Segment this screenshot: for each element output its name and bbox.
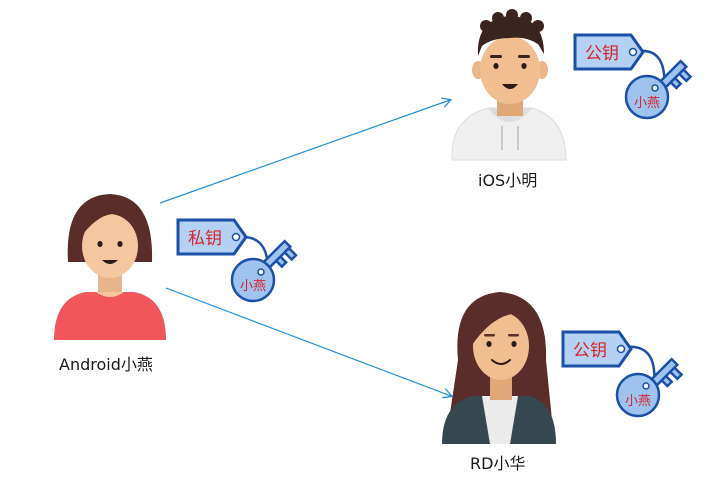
ios-public-key: 小燕 公钥 xyxy=(573,33,693,120)
rd-public-key-tag xyxy=(561,330,633,368)
ios-label: iOS小明 xyxy=(478,171,538,190)
rd-label: RD小华 xyxy=(470,454,526,473)
private-key-tag-label: 私钥 xyxy=(188,229,222,249)
arrow-to-ios xyxy=(159,100,450,204)
arrow-to-rd xyxy=(165,287,451,396)
rd-public-key-owner: 小燕 xyxy=(625,394,651,409)
private-key-owner: 小燕 xyxy=(240,279,266,294)
ios-avatar xyxy=(451,9,567,161)
android-avatar xyxy=(54,194,166,340)
android-label: Android小燕 xyxy=(59,355,153,374)
rd-avatar xyxy=(442,292,556,444)
private-key: 小燕 私钥 xyxy=(176,218,298,303)
ios-public-key-tag-label: 公钥 xyxy=(585,44,619,64)
ios-public-key-owner: 小燕 xyxy=(634,96,660,111)
rd-public-key: 小燕 公钥 xyxy=(561,330,684,418)
rd-public-key-tag-label: 公钥 xyxy=(573,341,607,361)
ios-public-key-tag xyxy=(573,33,645,71)
private-key-tag xyxy=(176,218,248,256)
